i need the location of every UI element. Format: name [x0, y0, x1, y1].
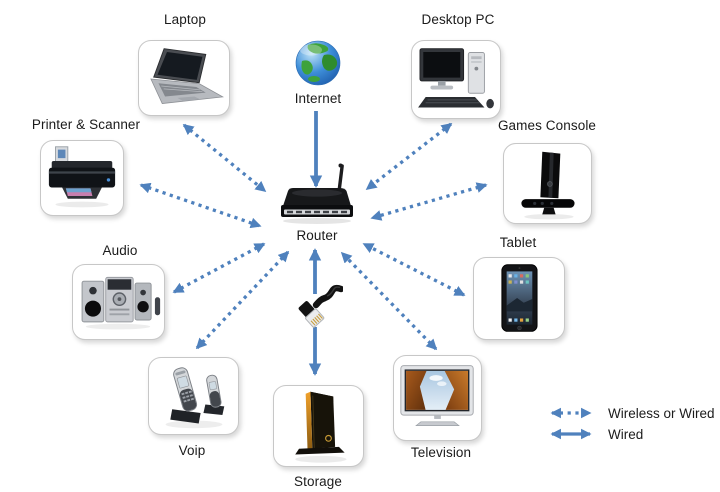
printer-scanner-image	[48, 146, 116, 208]
desktop-pc-image	[418, 48, 494, 109]
printer-scanner-card	[40, 140, 124, 216]
edge-router-laptop	[182, 123, 267, 193]
television-label: Television	[410, 445, 472, 460]
edge-router-desktop	[365, 122, 453, 191]
audio-label: Audio	[102, 243, 138, 258]
edge-router-voip	[195, 250, 290, 350]
router-label: Router	[296, 228, 338, 243]
edge-router-printer	[139, 182, 262, 229]
voip-label: Voip	[178, 443, 206, 458]
games-console-card	[503, 143, 592, 224]
laptop-image	[150, 48, 225, 104]
edge-router-games-console	[370, 182, 488, 221]
television-image	[400, 365, 474, 426]
games-console-image	[521, 151, 575, 220]
edge-router-television	[340, 251, 438, 351]
edge-router-tablet	[362, 242, 466, 297]
internet-label: Internet	[294, 91, 342, 106]
laptop-card	[138, 40, 230, 116]
desktop-pc-label: Desktop PC	[421, 12, 495, 27]
ethernet-cable-image	[298, 284, 343, 328]
voip-card	[148, 357, 239, 435]
games-console-label: Games Console	[497, 118, 597, 133]
legend-wired-label: Wired	[608, 427, 644, 442]
internet-globe-icon	[295, 40, 341, 86]
storage-image	[295, 391, 347, 463]
edge-router-audio	[172, 242, 266, 294]
tablet-image	[501, 264, 538, 332]
television-card	[393, 355, 482, 441]
laptop-label: Laptop	[164, 12, 206, 27]
storage-label: Storage	[294, 474, 342, 489]
audio-card	[72, 264, 165, 340]
desktop-pc-card	[411, 40, 501, 119]
tablet-label: Tablet	[499, 235, 537, 250]
voip-image	[165, 367, 225, 429]
legend-wireless-label: Wireless or Wired	[608, 406, 715, 421]
storage-card	[273, 385, 364, 467]
printer-scanner-label: Printer & Scanner	[31, 117, 141, 132]
router-image	[281, 163, 353, 224]
audio-image	[81, 276, 161, 330]
tablet-card	[473, 257, 565, 340]
